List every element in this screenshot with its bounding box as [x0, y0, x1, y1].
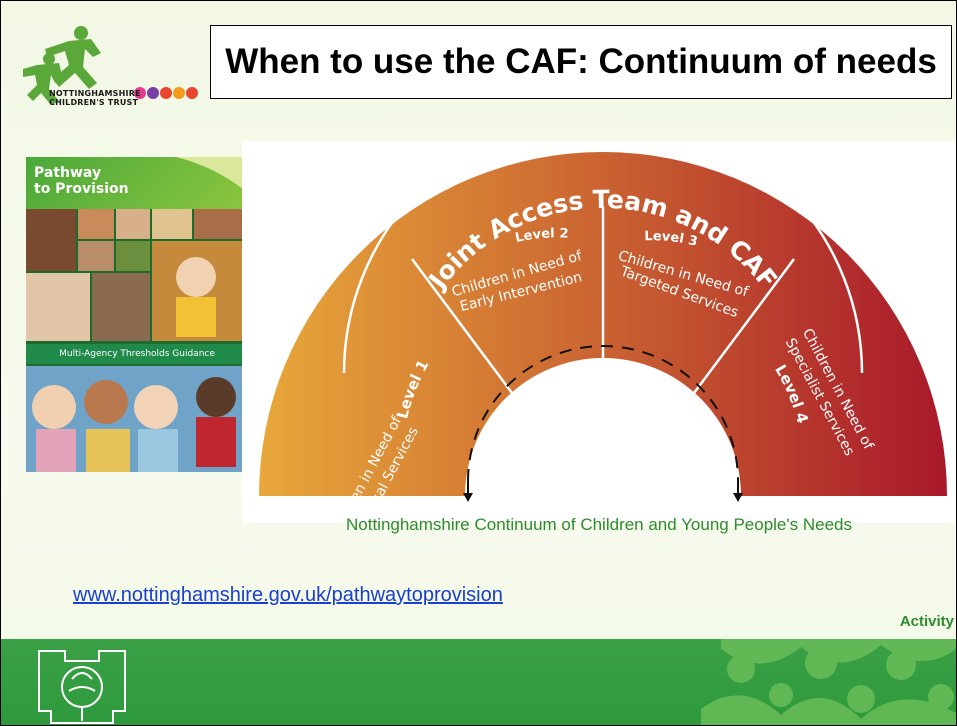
cover-photos: [26, 157, 248, 472]
cover-band: Multi-Agency Thresholds Guidance: [26, 344, 248, 364]
continuum-diagram: Joint Access Team and CAF Level 1 Childr…: [242, 112, 956, 546]
footer-pattern-icon: [701, 639, 956, 725]
pathway-cover-image: Pathway to Provision: [26, 157, 248, 472]
jumping-children-icon: [23, 26, 198, 105]
title-box: When to use the CAF: Continuum of needs: [210, 25, 952, 99]
childrens-trust-logo: [19, 23, 201, 123]
page-title: When to use the CAF: Continuum of needs: [225, 42, 937, 81]
council-logo-icon: [38, 650, 126, 724]
cover-title-line2: to Provision: [34, 181, 129, 197]
activity-label: Activity: [899, 613, 954, 630]
diagram-caption: Nottinghamshire Continuum of Children an…: [345, 515, 852, 534]
trust-name-line2: CHILDREN'S TRUST: [49, 98, 139, 107]
cover-title: Pathway to Provision: [34, 165, 154, 197]
trust-name-line1: NOTTINGHAMSHIRE: [49, 89, 141, 98]
trust-name: NOTTINGHAMSHIRE CHILDREN'S TRUST: [49, 89, 141, 107]
continuum-arc: Joint Access Team and CAF Level 1 Childr…: [259, 112, 947, 546]
footer-graphics: [38, 639, 956, 725]
footer-bar: [1, 639, 956, 725]
pathway-link[interactable]: www.nottinghamshire.gov.uk/pathwaytoprov…: [73, 584, 503, 606]
cover-title-line1: Pathway: [34, 165, 102, 181]
